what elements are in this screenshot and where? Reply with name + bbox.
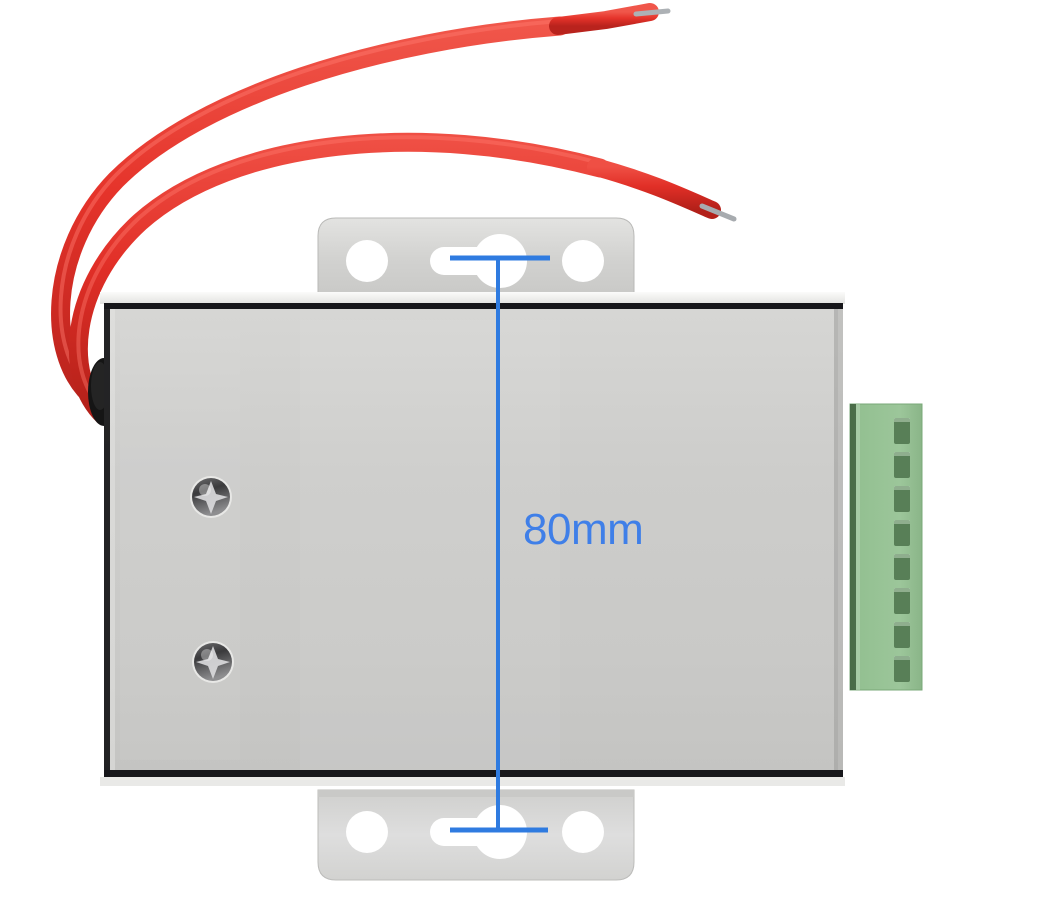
terminal-port-highlights [894, 418, 910, 660]
phillips-screw-lower [192, 641, 234, 683]
bracket-round-hole-left [346, 811, 388, 853]
bracket-round-hole-right [562, 240, 604, 282]
phillips-screw-upper [190, 476, 232, 518]
wire-tinned-tip-icon [633, 8, 671, 17]
terminal-ports [894, 418, 910, 682]
mounting-bracket-top [317, 217, 635, 309]
green-screw-terminal-block [849, 403, 923, 691]
metal-enclosure-case [100, 292, 845, 786]
mounting-bracket-bottom [317, 789, 635, 881]
terminal-block-seam [850, 404, 856, 690]
dimension-annotation-80mm [450, 255, 550, 833]
wire-tinned-tip-icon [699, 203, 737, 222]
phillips-cross-icon [196, 646, 230, 679]
phillips-cross-icon [194, 481, 228, 514]
bracket-round-hole-right [562, 811, 604, 853]
red-wire-outer [51, 3, 671, 410]
dimension-label-80mm: 80mm [523, 505, 644, 554]
red-wire-inner [68, 132, 737, 426]
bracket-round-hole-left [346, 240, 388, 282]
